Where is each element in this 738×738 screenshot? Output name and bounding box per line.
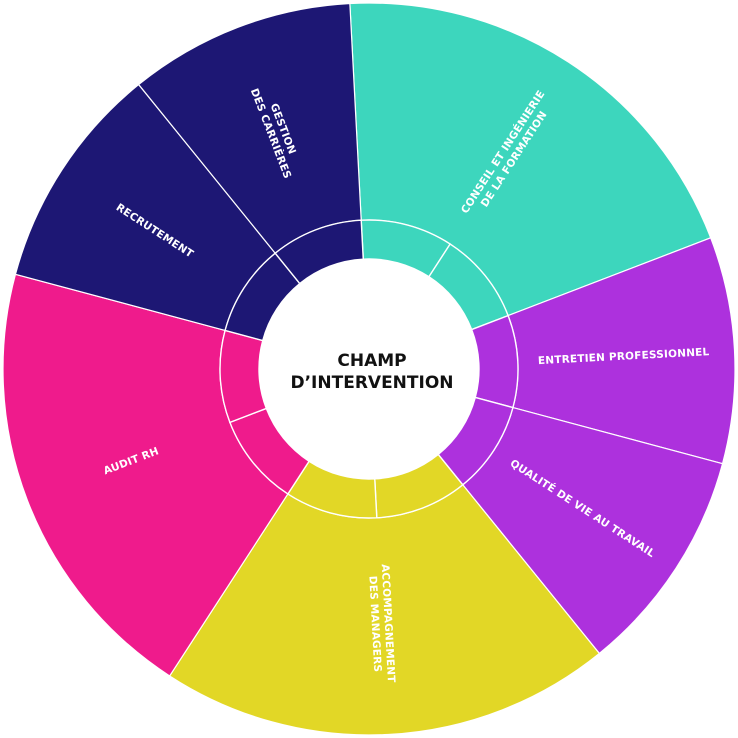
label-accompagnement-line-2: DES MANAGERS [366,576,383,673]
center-disc [259,259,479,479]
center-title-line1: CHAMP [337,351,406,371]
center-title-line2: D’INTERVENTION [290,373,453,393]
